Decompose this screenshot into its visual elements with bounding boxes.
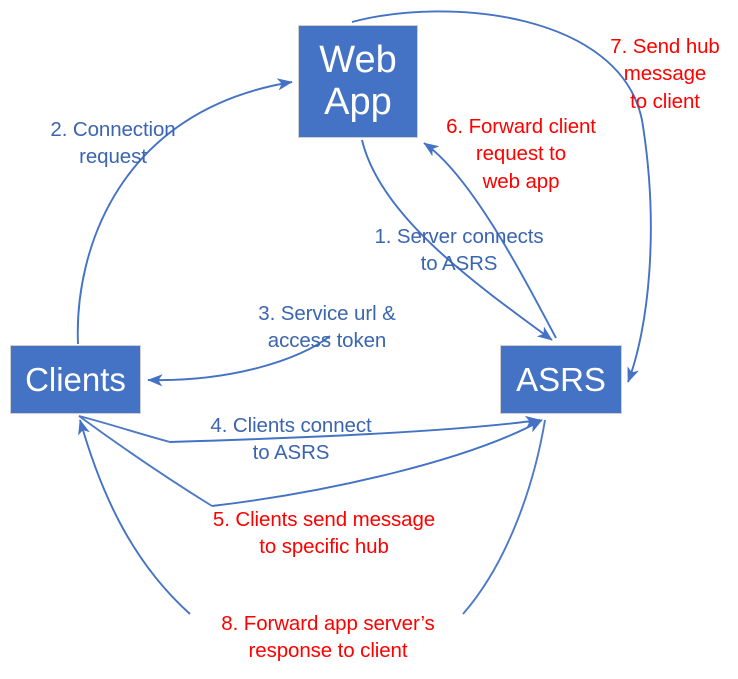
arrow-8-tail [462,419,546,615]
step-label-4: 4. Clients connect to ASRS [210,414,372,465]
node-web-app[interactable]: Web App [298,25,418,138]
node-clients[interactable]: Clients [10,345,141,414]
step-label-6: 6. Forward client request to web app [446,115,596,193]
step-label-3: 3. Service url & access token [258,302,396,353]
arrow-8-asrs-to-clients [78,419,191,615]
arrow-4-tail [78,415,171,443]
step-label-7: 7. Send hub message to client [610,35,720,113]
node-asrs[interactable]: ASRS [500,345,622,414]
step-label-8: 8. Forward app server’s response to clie… [221,612,435,663]
step-label-5: 5. Clients send message to specific hub [212,508,436,559]
step-label-1: 1. Server connects to ASRS [374,225,544,276]
step-label-2: 2. Connection request [50,118,176,169]
arrow-5-tail [78,415,213,507]
